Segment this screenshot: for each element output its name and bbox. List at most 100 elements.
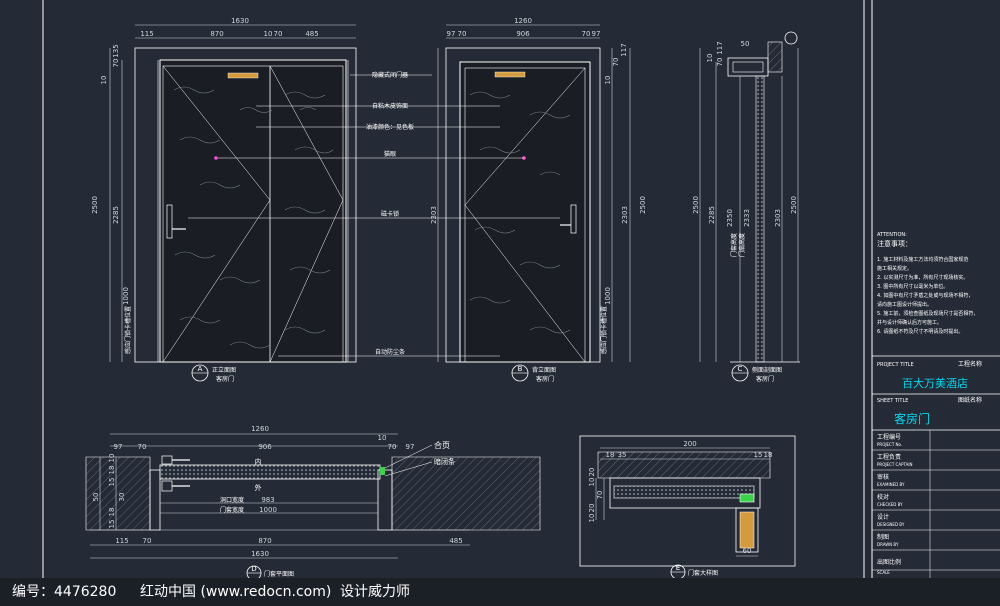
callout-veneer: 自粘木皮饰面 — [372, 102, 408, 110]
elev-a-dim: 485 — [305, 30, 318, 38]
section-c-dim: 50 — [741, 40, 750, 48]
svg-text:C: C — [738, 365, 743, 373]
plan-dim-width: 1260 — [251, 425, 269, 433]
svg-text:门套大样图: 门套大样图 — [688, 569, 718, 577]
svg-text:客房门: 客房门 — [216, 375, 234, 383]
sheet-title-cn: 图纸名称 — [958, 396, 982, 404]
row-label-cn: 制图 — [877, 533, 889, 541]
plan-dim: 70 — [388, 443, 397, 451]
row-label-cn: 校对 — [877, 493, 889, 501]
elev-b-dim-width: 1260 — [514, 17, 532, 25]
project-title-en: PROJECT TITLE — [877, 362, 914, 368]
seal-strip-icon — [739, 493, 755, 503]
elev-a-dim: 2285 — [112, 206, 120, 224]
hinge-icon — [380, 467, 385, 475]
svg-text:B: B — [518, 365, 523, 373]
row-label-en: PROJECT No. — [877, 442, 902, 447]
plan-dim: 97 — [114, 443, 123, 451]
elevation-b-tag: B 背立面图 客房门 — [511, 364, 556, 383]
plan-dim: 15 — [108, 478, 116, 487]
plan-d: 1260 97 70 906 10 70 97 10 18 15 30 50 1… — [85, 425, 541, 581]
elevation-callouts: 隐藏式闭门器 自粘木皮饰面 油漆颜色：见色板 猫眼 磁卡锁 自动防尘条 — [188, 71, 560, 357]
section-c-dim: 70 — [716, 58, 724, 67]
section-c-dim: 2500 — [790, 196, 798, 214]
svg-text:A: A — [198, 365, 203, 373]
plan-dim: 97 — [406, 443, 415, 451]
detail-dim: 200 — [683, 440, 696, 448]
svg-text:客房门: 客房门 — [756, 375, 774, 383]
plan-label-opening: 洞口宽度 — [220, 496, 244, 504]
elev-a-dim: 10 — [100, 76, 108, 85]
detail-dim: 10 — [588, 514, 596, 523]
door-closer-icon — [494, 71, 526, 78]
plan-dim-total: 1630 — [251, 550, 269, 558]
plan-label-outside: 外 — [255, 483, 262, 492]
plan-dim: 15 — [108, 520, 116, 529]
svg-text:门套平面图: 门套平面图 — [264, 570, 294, 578]
callout-paint: 油漆颜色：见色板 — [366, 123, 414, 131]
door-lock-icon — [560, 204, 577, 234]
svg-text:客房门: 客房门 — [536, 375, 554, 383]
row-label-cn: 工程编号 — [877, 433, 901, 441]
detail-dim: 20 — [588, 468, 596, 477]
detail-dim: 35 — [618, 451, 627, 459]
elev-a-vertical-note: 感应门锁卡槽位置 — [124, 306, 132, 354]
elevation-a: 1630 115 870 10 70 485 10 70 135 2500 22… — [91, 17, 357, 383]
section-c-dim: 2350 — [726, 209, 734, 227]
elev-b-dim: 70 — [582, 30, 591, 38]
section-c-note: 门扇高度 — [738, 233, 746, 257]
door-lock-icon — [166, 204, 186, 239]
grain-a — [173, 86, 334, 349]
row-label-cn: 设计 — [877, 513, 889, 521]
detail-dim: 15 — [754, 451, 763, 459]
plan-label-inside: 内 — [255, 457, 262, 466]
detail-e: 200 18 35 15 18 20 10 70 20 10 60 E 门套大样… — [579, 435, 796, 580]
sheet-name: 客房门 — [894, 411, 930, 426]
plan-dim: 10 — [378, 434, 387, 442]
elev-b-vertical-note: 感应门锁卡槽位置 — [600, 306, 608, 354]
attention-cn: 注意事项： — [877, 239, 912, 248]
watermark-footer: 编号：4476280 红动中国 (www.redocn.com) 设计威力师 — [0, 578, 1000, 606]
plan-dim: 70 — [143, 537, 152, 545]
plan-dim: 70 — [138, 443, 147, 451]
elev-b-dim: 97 — [447, 30, 456, 38]
note-line: 施工相关规定。 — [877, 265, 912, 272]
note-line: 6. 请图纸不符及尺寸不明请及时提出。 — [877, 328, 963, 335]
door-closer-icon — [227, 72, 259, 79]
svg-text:侧面剖面图: 侧面剖面图 — [752, 366, 782, 374]
elev-a-dim: 135 — [112, 44, 120, 57]
plan-dim: 983 — [261, 496, 274, 504]
plan-dim: 10 — [108, 454, 116, 463]
section-c-dim: 117 — [716, 41, 724, 54]
plan-dim: 18 — [108, 466, 116, 475]
elev-a-dim-width: 1630 — [231, 17, 249, 25]
row-label-en: EXAMINED BY — [877, 482, 905, 487]
elev-b-dim: 70 — [458, 30, 467, 38]
project-name: 百大万美酒店 — [902, 376, 968, 390]
footer-author: 设计威力师 — [340, 584, 410, 600]
elev-b-dim: 117 — [620, 43, 628, 56]
plan-dim: 1000 — [259, 506, 277, 514]
detail-dim: 18 — [606, 451, 615, 459]
plan-dim: 50 — [92, 493, 100, 502]
note-line: 并与设计师确认后方可施工。 — [877, 319, 942, 326]
section-marker-icon — [784, 31, 798, 45]
callout-dust-strip: 自动防尘条 — [375, 348, 405, 356]
elev-b-dim: 2303 — [430, 206, 438, 224]
plan-callout-seal: 暗闭条 — [434, 457, 455, 466]
note-line: 1. 施工材料及施工方法均须符合国家规范 — [877, 256, 968, 263]
plan-dim: 906 — [258, 443, 272, 451]
elev-b-dim-height: 2500 — [639, 196, 647, 214]
elev-b-dim: 906 — [516, 30, 530, 38]
detail-dim: 60 — [743, 547, 752, 555]
plan-dim: 870 — [258, 537, 271, 545]
elevation-b: 1260 97 70 906 70 97 2303 70 117 10 1000… — [430, 17, 647, 383]
svg-text:E: E — [676, 564, 680, 572]
footer-site: 红动中国 (www.redocn.com) — [140, 584, 332, 600]
section-c-note: 门套高度 — [730, 233, 738, 257]
peephole-icon — [214, 156, 218, 160]
grain-b — [469, 91, 571, 334]
elev-b-dim: 10 — [604, 76, 612, 85]
